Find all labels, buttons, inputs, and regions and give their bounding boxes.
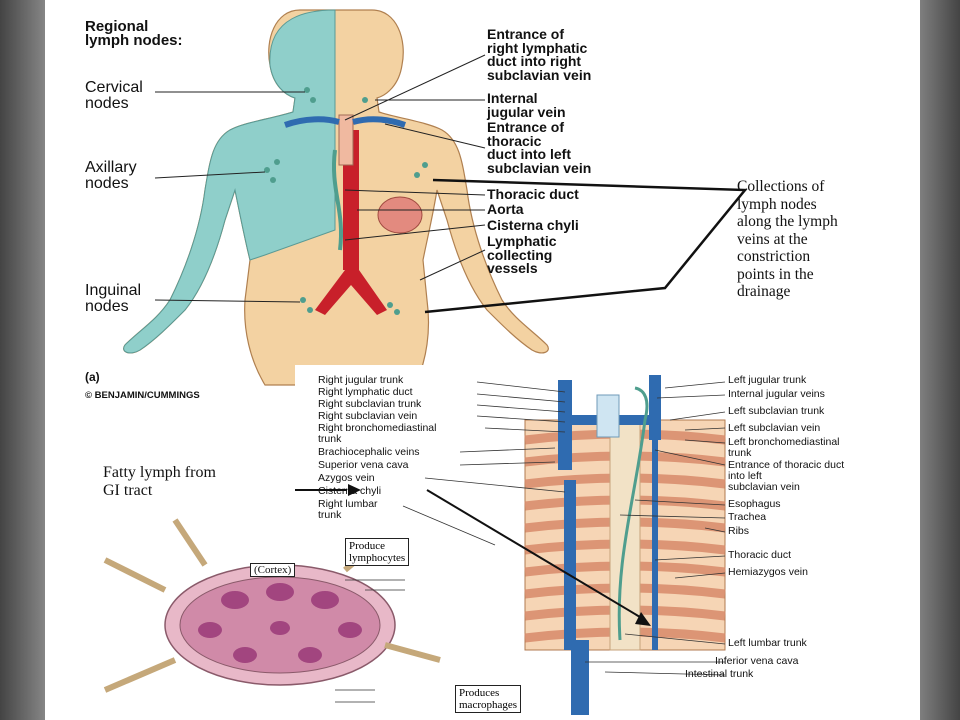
copyright-label: © BENJAMIN/CUMMINGS [85,390,200,401]
collections-callout-text: Collections of lymph nodes along the lym… [737,178,838,300]
figure-a-leader-lines [154,54,486,303]
produce-lymphocytes-box: Produce lymphocytes [345,538,410,566]
thoracic-duct-b-label: Thoracic duct [728,549,792,561]
left-subclavian-trunk-label: Left subclavian trunk [728,405,825,417]
left-lumbar-trunk-label: Left lumbar trunk [728,637,807,649]
thoracic-duct-label: Thoracic duct [487,186,579,202]
thoracic-duct [332,149,343,251]
esophagus-label: Esophagus [728,498,781,510]
cisterna-chyli-b-label: Cisterna chyli [318,485,382,497]
internal-jugular-veins-label: Internal jugular veins [728,388,825,400]
lymphatic-collecting-vessels-label: Lymphatic collecting vessels [487,233,557,276]
aorta [315,130,387,315]
body-silhouette [123,9,549,386]
brachiocephalic-veins-label: Brachiocephalic veins [318,446,420,458]
panel-letter-a: (a) [85,370,100,384]
left-subclavian-vein-label: Left subclavian vein [728,422,821,434]
trachea-label: Trachea [728,511,767,523]
entrance-thoracic-duct-b-label: Entrance of thoracic duct into left subc… [728,459,845,493]
stomach-shape [377,196,423,234]
cisterna-chyli-label: Cisterna chyli [487,217,579,233]
cortex-box: (Cortex) [250,563,296,577]
right-jugular-trunk-label: Right jugular trunk [318,374,404,386]
azygos-vein-label: Azygos vein [318,472,375,484]
cervical-nodes-label: Cervical nodes [85,79,143,112]
left-subclavian-vein-shape [352,116,406,128]
trachea-shape [338,114,354,166]
slide: Regional lymph nodes: Cervical nodes Axi… [45,0,920,720]
axillary-nodes-label: Axillary nodes [85,159,137,192]
left-jugular-trunk-label: Left jugular trunk [728,374,807,386]
lymph-node-dots [264,87,428,315]
hemiazygos-vein-label: Hemiazygos vein [728,566,808,578]
ribs-label: Ribs [728,525,750,537]
regional-lymph-nodes-title: Regional lymph nodes: [85,18,183,49]
inguinal-nodes-label: Inguinal nodes [85,282,142,315]
internal-jugular-vein-label: Internal jugular vein [487,90,566,120]
right-subclavian-vein-label: Right subclavian vein [318,410,418,422]
right-lumbar-trunk-label: Right lumbar trunk [318,498,378,521]
superior-vena-cava-label: Superior vena cava [318,459,409,471]
fatty-lymph-callout-text: Fatty lymph from GI tract [103,464,216,499]
intestinal-trunk-label: Intestinal trunk [685,668,754,680]
entrance-right-lymphatic-label: Entrance of right lymphatic duct into ri… [487,26,592,83]
right-bronchomediastinal-trunk-label: Right bronchomediastinal trunk [318,422,437,445]
left-bronchomediastinal-trunk-label: Left bronchomediastinal trunk [728,436,840,459]
collections-callout-arrow [424,178,748,314]
right-lymphatic-duct-label: Right lymphatic duct [318,386,413,398]
aorta-label: Aorta [487,201,524,217]
produces-macrophages-box: Produces macrophages [455,685,522,713]
entrance-thoracic-duct-label: Entrance of thoracic duct into left subc… [487,119,592,176]
inferior-vena-cava-label: Inferior vena cava [715,655,799,667]
right-subclavian-vein-shape [284,116,340,128]
right-subclavian-trunk-label: Right subclavian trunk [318,398,422,410]
